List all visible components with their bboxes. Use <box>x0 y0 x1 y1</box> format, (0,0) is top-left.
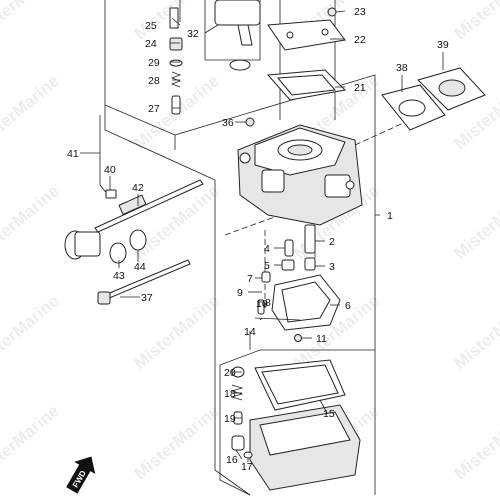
watermark-text: MisterMarine <box>450 401 500 483</box>
callout-7: 7 <box>247 273 253 285</box>
callout-36: 36 <box>222 117 234 129</box>
callout-23: 23 <box>354 6 366 18</box>
callout-27: 27 <box>148 103 160 115</box>
callout-6: 6 <box>345 300 351 312</box>
callout-25: 25 <box>145 20 157 32</box>
callout-4: 4 <box>264 243 270 255</box>
callout-1: 1 <box>387 210 393 222</box>
clip-40[interactable] <box>105 189 117 199</box>
callout-19: 19 <box>224 413 236 425</box>
callout-10: 10 <box>256 298 268 310</box>
callout-39: 39 <box>437 39 449 51</box>
watermark-text: MisterMarine <box>450 291 500 373</box>
callout-3: 3 <box>329 261 335 273</box>
insulator-39[interactable] <box>417 67 486 111</box>
callout-22: 22 <box>354 34 366 46</box>
screw-36[interactable] <box>245 117 255 127</box>
screw-11[interactable] <box>294 334 302 342</box>
drain-screw-16[interactable] <box>231 435 245 451</box>
callout-2: 2 <box>329 236 335 248</box>
pilot-screw-2[interactable] <box>304 224 316 254</box>
fitting-24[interactable] <box>169 37 183 51</box>
callout-16: 16 <box>226 454 238 466</box>
float-bowl-box <box>219 349 375 496</box>
callout-41: 41 <box>67 148 79 160</box>
watermark-text: MisterMarine <box>0 181 63 263</box>
choke-solenoid-32[interactable] <box>214 0 261 71</box>
callout-21: 21 <box>354 82 366 94</box>
callout-15: 15 <box>323 408 335 420</box>
callout-43: 43 <box>113 270 125 282</box>
callout-9: 9 <box>237 287 243 299</box>
fwd-arrow-icon: FWD <box>66 456 96 494</box>
jet-5[interactable] <box>281 259 295 271</box>
callout-18: 18 <box>224 388 236 400</box>
watermark-text: MisterMarine <box>0 401 63 483</box>
callout-44: 44 <box>134 261 146 273</box>
callout-37: 37 <box>141 292 153 304</box>
callout-28: 28 <box>148 75 160 87</box>
bowl-gasket-15[interactable] <box>254 359 346 411</box>
callout-29: 29 <box>148 57 160 69</box>
callout-20: 20 <box>224 367 236 379</box>
callout-11: 11 <box>316 333 327 345</box>
spring-28[interactable] <box>170 71 182 88</box>
jet-4[interactable] <box>284 239 294 257</box>
watermark-text: MisterMarine <box>0 71 63 153</box>
callout-40: 40 <box>104 164 116 176</box>
callout-8: 8 <box>265 297 271 309</box>
callout-14: 14 <box>244 326 256 338</box>
o-ring-29[interactable] <box>169 59 183 67</box>
cover-gasket[interactable] <box>266 69 347 101</box>
watermark-text: MisterMarine <box>450 0 500 43</box>
watermark-text: MisterMarine <box>450 181 500 263</box>
leader-lines <box>80 10 444 462</box>
screw-23[interactable] <box>327 7 337 17</box>
spring-18[interactable] <box>230 384 244 401</box>
float-chamber-cover-plate[interactable] <box>267 19 346 51</box>
long-screw-37[interactable] <box>97 259 191 305</box>
callout-5: 5 <box>264 260 270 272</box>
float-6[interactable] <box>271 274 341 331</box>
jet-7[interactable] <box>261 271 271 283</box>
assembly-boundary-lines <box>104 0 411 496</box>
intake-gasket-38[interactable] <box>381 84 446 131</box>
callout-labels: 1 2 3 4 5 6 7 8 9 10 11 14 15 16 17 18 1… <box>67 6 449 473</box>
knob-assembly[interactable] <box>64 230 101 260</box>
watermark-text: MisterMarine <box>130 401 223 483</box>
washer-17[interactable] <box>243 451 253 459</box>
spring-3[interactable] <box>304 257 316 271</box>
needle-27[interactable] <box>171 95 181 115</box>
float-bowl[interactable] <box>249 404 361 491</box>
hose-25[interactable] <box>169 7 179 29</box>
carburetor-body[interactable] <box>237 124 363 226</box>
nut-43[interactable] <box>109 242 127 264</box>
washer-44[interactable] <box>129 229 147 251</box>
watermark-text: MisterMarine <box>0 0 63 43</box>
callout-17: 17 <box>241 461 253 473</box>
callout-38: 38 <box>396 62 408 74</box>
callout-32: 32 <box>187 28 199 40</box>
throttle-cable-41[interactable] <box>99 115 109 196</box>
needle-8[interactable] <box>257 299 265 315</box>
watermark-text: MisterMarine <box>0 291 63 373</box>
choke-rod-42[interactable] <box>94 179 204 233</box>
callout-42: 42 <box>132 182 144 194</box>
float-pin-10[interactable] <box>254 317 301 321</box>
callout-24: 24 <box>145 38 157 50</box>
